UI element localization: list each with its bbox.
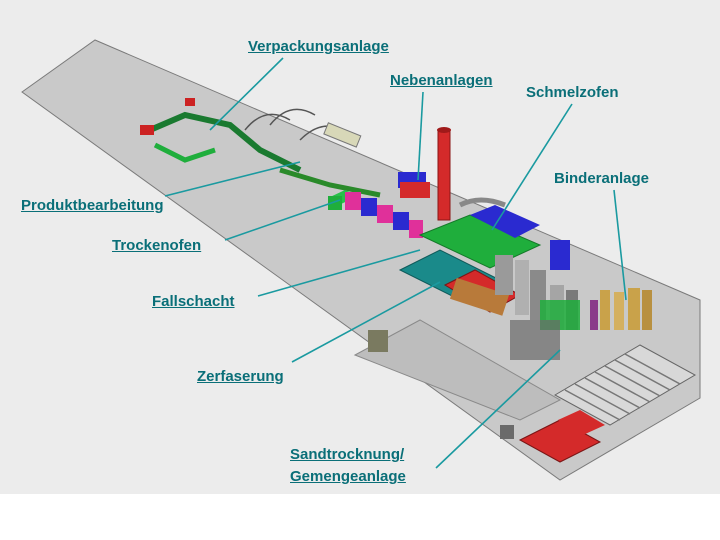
packaging-line <box>140 98 362 173</box>
plant-drawing <box>21 39 701 481</box>
label-schmelzofen: Schmelzofen <box>526 84 619 101</box>
leader-verpackungsanlage <box>209 57 284 131</box>
label-sandtrocknung-line2: Gemengeanlage <box>290 468 406 485</box>
leader-trockenofen <box>224 199 341 241</box>
label-sandtrocknung: Sandtrocknung/ Gemengeanlage <box>290 444 406 488</box>
leader-zerfaserung <box>291 281 441 363</box>
leader-sandtrocknung <box>435 349 561 469</box>
floor-slab-lower <box>353 319 562 421</box>
label-zerfaserung: Zerfaserung <box>197 368 284 385</box>
drying-oven <box>328 190 423 238</box>
floor-slab <box>21 39 701 481</box>
label-fallschacht: Fallschacht <box>152 293 235 310</box>
misc-equipment <box>500 425 514 439</box>
melting-furnace <box>418 197 542 269</box>
label-trockenofen: Trockenofen <box>112 237 202 254</box>
fall-chamber <box>398 249 522 316</box>
leader-nebenanlagen <box>417 91 424 181</box>
sand-drying-sheds <box>518 344 697 463</box>
leader-lines <box>164 57 627 469</box>
misc-equipment <box>368 330 388 352</box>
fiberizing-cluster <box>495 240 580 360</box>
leader-produktbearbeitung <box>164 161 301 197</box>
auxiliary-plants <box>398 127 451 221</box>
label-nebenanlagen: Nebenanlagen <box>390 72 493 89</box>
label-sandtrocknung-line1: Sandtrocknung/ <box>290 446 405 463</box>
processing-conveyor <box>279 167 381 198</box>
leader-binderanlage <box>613 189 627 301</box>
leader-fallschacht <box>257 249 421 297</box>
label-verpackungsanlage: Verpackungsanlage <box>248 38 389 55</box>
leader-schmelzofen <box>491 103 573 231</box>
label-produktbearbeitung: Produktbearbeitung <box>21 197 164 214</box>
label-binderanlage: Binderanlage <box>554 170 650 187</box>
binder-plant <box>590 288 652 330</box>
